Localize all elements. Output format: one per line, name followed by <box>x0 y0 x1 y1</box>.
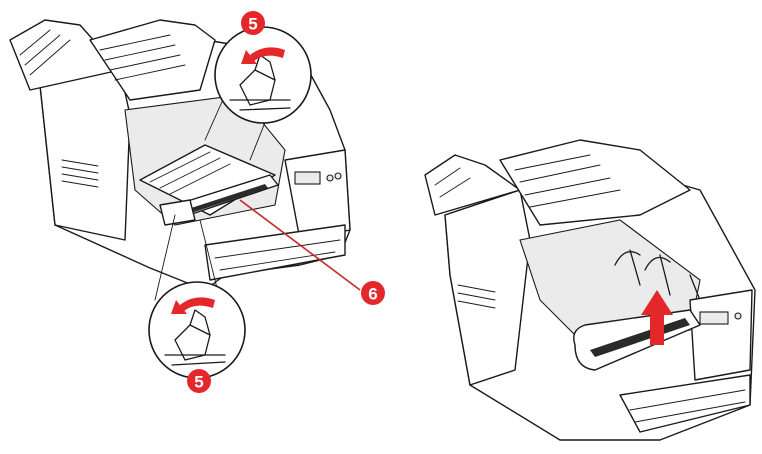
callout-badge-5-bottom: 5 <box>187 369 211 393</box>
lift-up-arrow-icon <box>641 290 673 345</box>
right-side-vents <box>457 284 496 309</box>
callout-label: 6 <box>368 285 377 304</box>
callout-label: 5 <box>248 15 257 34</box>
rotate-arrow-icon <box>171 297 215 314</box>
right-printer-illustration <box>424 139 756 441</box>
callout-badge-6: 6 <box>361 281 385 305</box>
leader-line-6 <box>239 199 361 291</box>
bottom-latch-detail <box>148 214 246 379</box>
callout-label: 5 <box>194 373 203 392</box>
left-side-vents <box>61 159 99 188</box>
rotate-arrow-icon <box>241 47 285 64</box>
callout-badge-5-top: 5 <box>241 11 265 35</box>
